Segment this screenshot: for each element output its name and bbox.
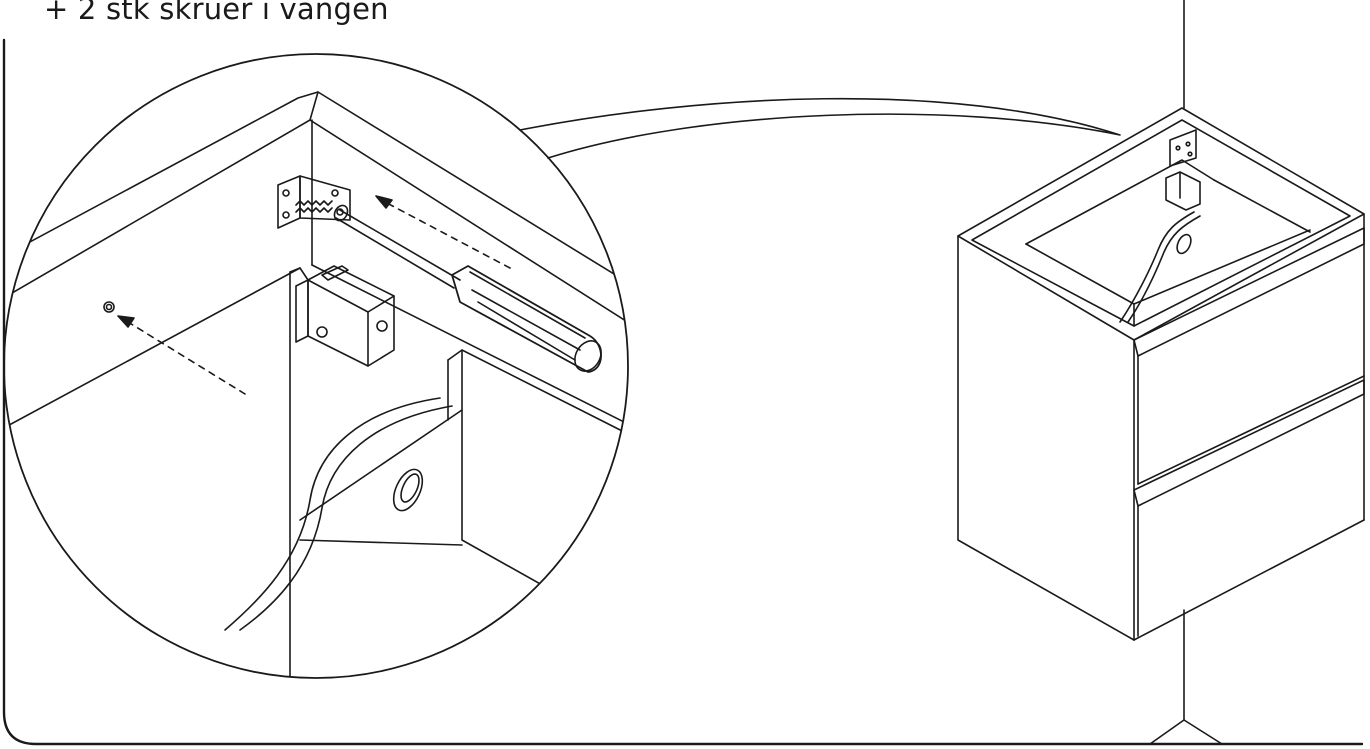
instruction-caption: + 2 stk skruer i vangen xyxy=(44,0,389,26)
callout-leader xyxy=(519,97,1121,159)
mounting-bracket-icon xyxy=(277,175,351,229)
screwdriver-icon xyxy=(333,204,602,373)
page-frame xyxy=(2,38,1364,746)
cabinet-bracket xyxy=(289,265,395,367)
cable-hole xyxy=(392,468,424,512)
detail-circle xyxy=(3,53,629,679)
detail-magnifier xyxy=(3,53,629,679)
cabinet-icon xyxy=(957,0,1365,745)
screw-icon xyxy=(295,200,333,213)
screw-head xyxy=(103,301,115,313)
